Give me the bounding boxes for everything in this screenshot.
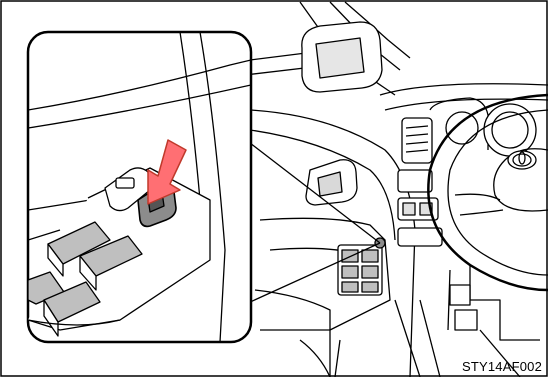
center-vent — [402, 118, 432, 163]
figure-code: STY14AF002 — [462, 359, 542, 374]
inset-callout — [28, 32, 251, 342]
